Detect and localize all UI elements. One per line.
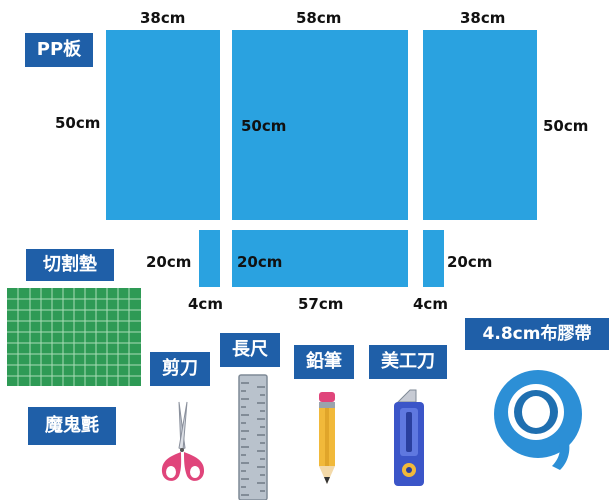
board-middle <box>232 30 408 220</box>
board-left-height-label: 50cm <box>55 114 101 132</box>
board-right <box>423 30 537 220</box>
board-middle-height-label: 50cm <box>241 117 287 135</box>
board-right-width-label: 38cm <box>460 9 506 27</box>
scissors-label: 剪刀 <box>150 352 210 386</box>
cutting-mat-label: 切割墊 <box>26 249 114 281</box>
pencil-label: 鉛筆 <box>294 345 354 379</box>
board-left-width-label: 38cm <box>140 9 186 27</box>
small-board-right <box>423 230 444 287</box>
utility-knife-icon <box>394 389 424 486</box>
tape-label: 4.8cm布膠帶 <box>465 318 609 350</box>
board-right-height-label: 50cm <box>543 117 589 135</box>
pencil-icon <box>319 392 335 484</box>
ruler-label: 長尺 <box>220 333 280 367</box>
small-board-middle-width-label: 57cm <box>298 295 344 313</box>
cutting-mat-icon <box>7 288 141 386</box>
small-board-middle <box>232 230 408 287</box>
utility-knife-label: 美工刀 <box>369 345 447 379</box>
ruler-icon <box>238 374 268 500</box>
small-board-right-height-label: 20cm <box>447 253 493 271</box>
small-board-right-width-label: 4cm <box>413 295 448 313</box>
board-middle-width-label: 58cm <box>296 9 342 27</box>
board-left <box>106 30 220 220</box>
small-board-left <box>199 230 220 287</box>
tape-roll-icon <box>494 370 582 470</box>
small-board-middle-height-label: 20cm <box>237 253 283 271</box>
small-board-left-width-label: 4cm <box>188 295 223 313</box>
scissors-icon <box>161 401 205 481</box>
small-board-left-height-label: 20cm <box>146 253 192 271</box>
magic-felt-label: 魔鬼氈 <box>28 407 116 445</box>
pp-board-label: PP板 <box>25 33 93 67</box>
